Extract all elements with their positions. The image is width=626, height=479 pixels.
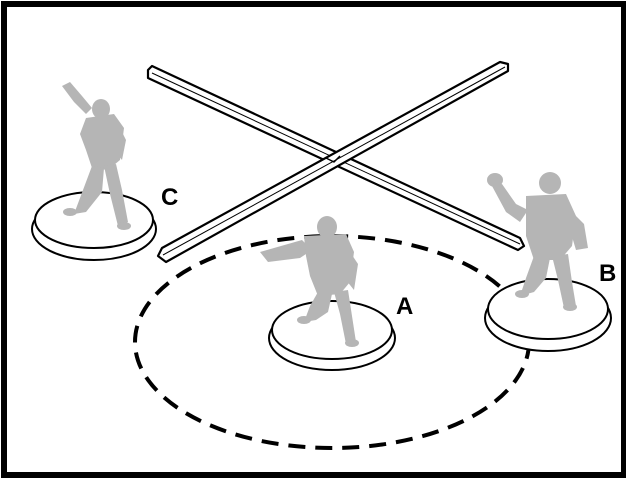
miniature-b: B — [484, 172, 616, 352]
label-c: C — [161, 184, 178, 211]
base-a — [268, 300, 396, 371]
label-a: A — [396, 293, 413, 320]
figure-c — [62, 82, 131, 230]
figure-b — [487, 172, 588, 311]
label-b: B — [599, 260, 616, 287]
base-c — [31, 191, 157, 261]
figure-a — [260, 216, 359, 347]
miniature-a: A — [260, 216, 413, 371]
crossed-ruler — [146, 60, 526, 264]
miniature-c: C — [31, 82, 178, 261]
base-b — [484, 278, 612, 352]
